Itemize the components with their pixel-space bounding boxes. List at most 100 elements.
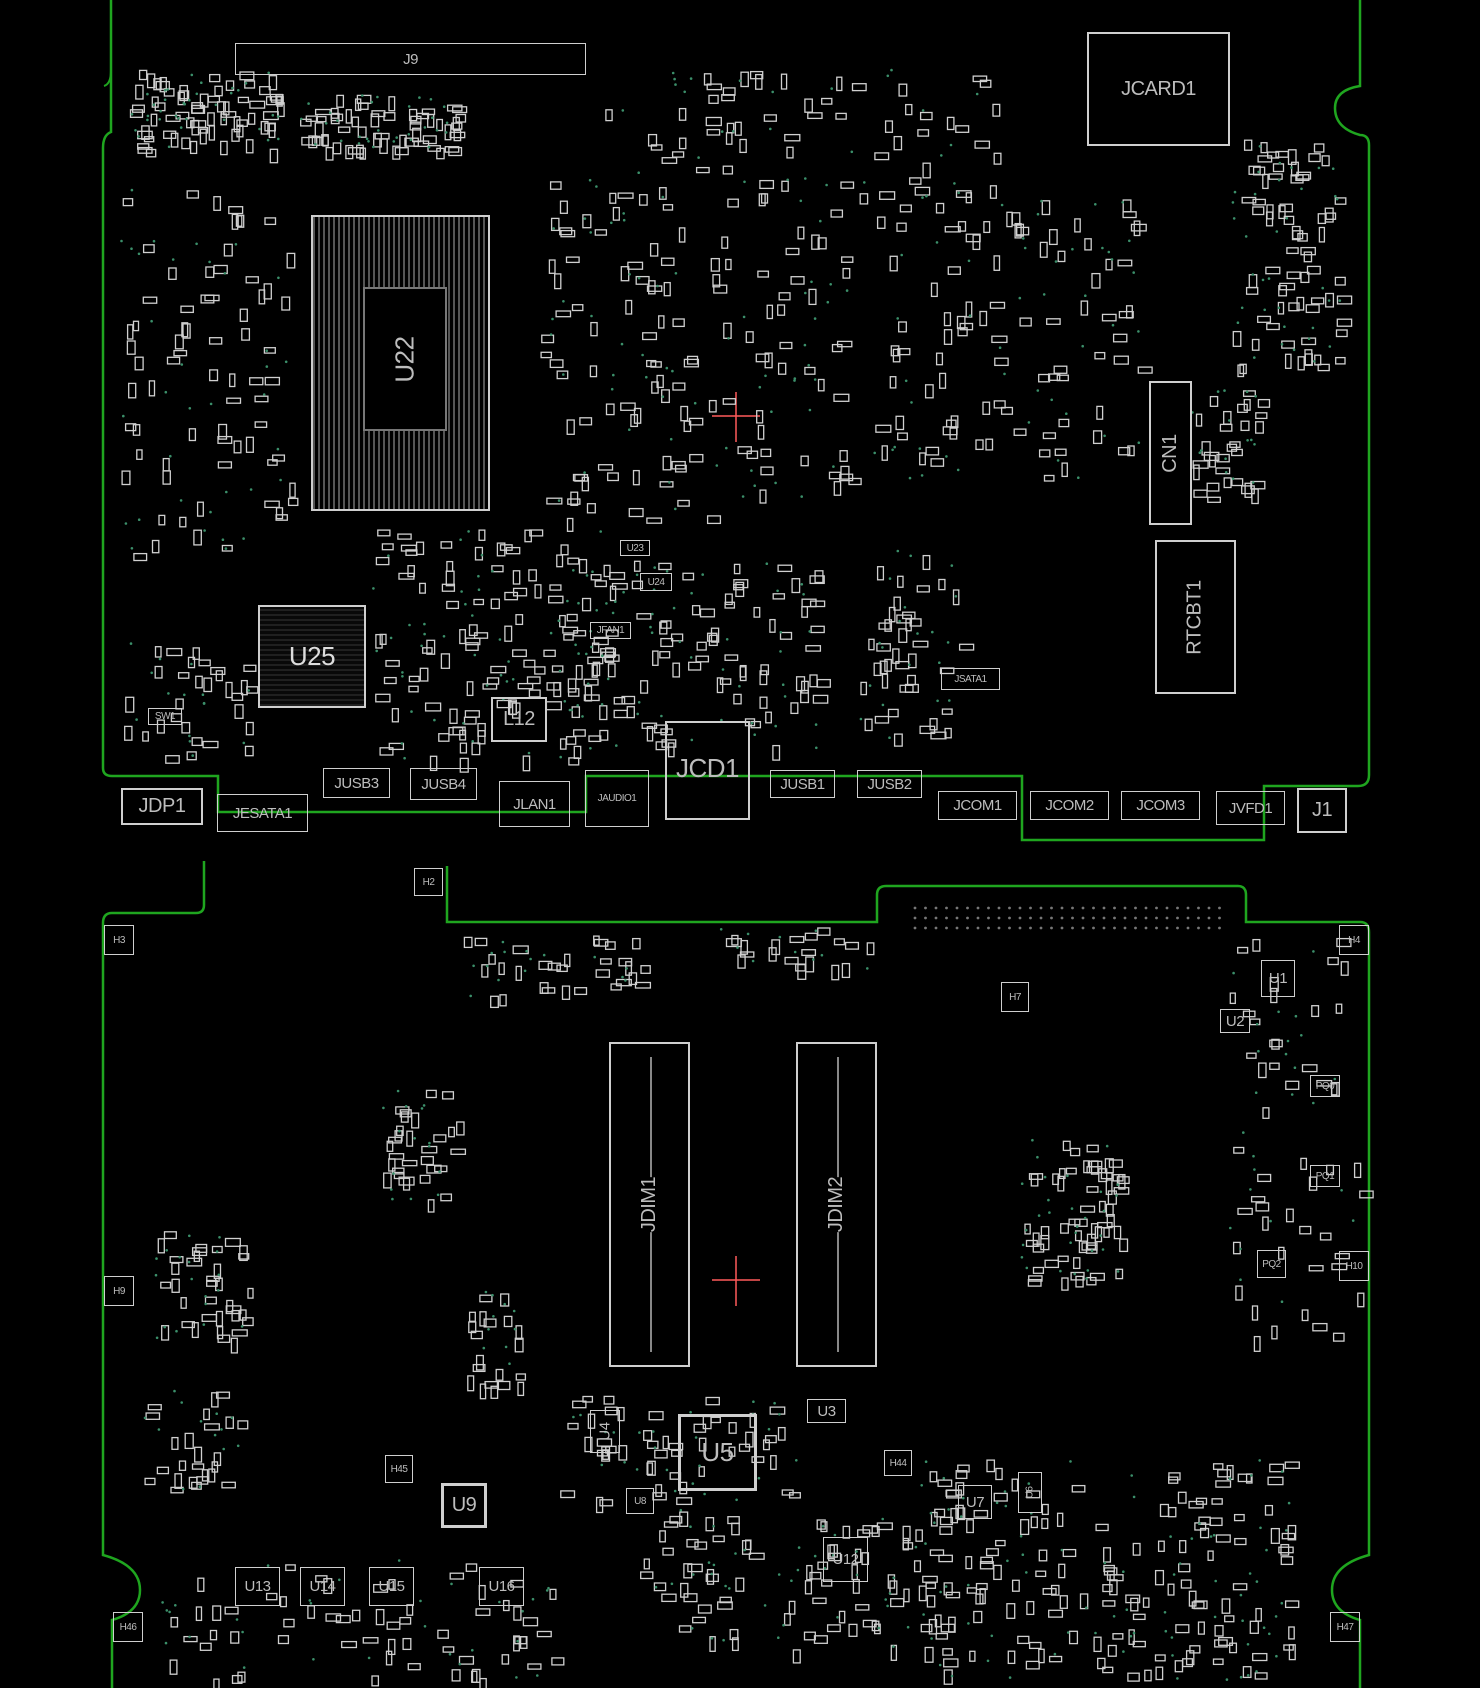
connector-jfan1[interactable]: JFAN1 [590,622,631,639]
chip-u3[interactable]: U3 [807,1399,846,1423]
chip-u23[interactable]: U23 [620,540,650,556]
chip-u1[interactable]: U1 [1261,960,1295,997]
connector-jcd1[interactable]: JCD1 [665,721,750,820]
smd-pad [993,255,1001,271]
connector-jusb3[interactable]: JUSB3 [323,768,390,798]
connector-jcard1[interactable]: JCARD1 [1087,32,1230,146]
smd-pad [940,1623,956,1633]
battery-rtcbt1[interactable]: RTCBT1 [1155,540,1236,694]
chip-u12[interactable]: U12 [823,1537,868,1582]
chip-u8[interactable]: U8 [626,1488,654,1514]
via [771,90,774,94]
connector-jcom2[interactable]: JCOM2 [1030,791,1109,820]
inductor-l12[interactable]: L12 [491,697,547,742]
hole-h44[interactable]: H44 [884,1450,912,1476]
smd-pad [1016,226,1030,236]
hole-h10[interactable]: H10 [1339,1251,1369,1281]
dimm-slot-jdim1[interactable]: JDIM1 [609,1042,690,1367]
smd-pad [959,322,974,331]
chip-u22[interactable]: U22 [311,215,490,511]
smd-pad [1258,1062,1267,1079]
via [1101,246,1104,250]
via [707,1561,711,1564]
mosfet-pq0[interactable]: PQ0 [1310,1075,1340,1097]
hole-h9[interactable]: H9 [104,1276,134,1306]
chip-u16[interactable]: U16 [479,1567,524,1606]
chip-u25[interactable]: U25 [258,605,366,708]
smd-pad [1041,200,1051,216]
chip-u15[interactable]: U15 [369,1567,414,1606]
via [1027,1482,1031,1485]
via [450,1582,453,1586]
mosfet-pq2[interactable]: PQ2 [1257,1250,1286,1278]
connector-jsata1[interactable]: JSATA1 [941,668,1000,690]
hole-h2[interactable]: H2 [414,868,443,896]
smd-pad [1271,1325,1278,1340]
hole-h45[interactable]: H45 [385,1455,413,1483]
smd-pad [828,471,842,480]
via [649,625,652,629]
connector-jlan1[interactable]: JLAN1 [499,781,570,827]
chip-u9[interactable]: U9 [441,1483,487,1528]
via [751,959,755,963]
via [698,1464,701,1468]
smd-pad [1296,296,1305,311]
smd-pad [213,1678,220,1688]
hole-h4[interactable]: H4 [1339,925,1369,955]
smd-pad [171,1262,180,1275]
smd-pad [1299,1225,1312,1235]
connector-jvfd1[interactable]: JVFD1 [1216,791,1285,825]
via [1328,345,1332,348]
connector-jusb1[interactable]: JUSB1 [770,770,835,798]
via [886,1604,889,1608]
chip-u7[interactable]: U7 [958,1485,992,1519]
smd-pad [728,1446,736,1457]
via [1311,326,1315,330]
via [314,142,317,146]
mosfet-pq1[interactable]: PQ1 [1310,1165,1340,1187]
smd-pad [889,376,897,389]
smd-pad [186,751,197,761]
hole-h3[interactable]: H3 [104,925,134,955]
via [1290,1093,1294,1096]
via [195,92,199,96]
chip-u13[interactable]: U13 [235,1567,280,1606]
connector-jdp1[interactable]: JDP1 [121,788,203,825]
connector-j9[interactable]: J9 [235,43,586,75]
via [668,481,671,484]
smd-pad [591,664,598,678]
smd-pad [1233,1513,1245,1522]
chip-u24[interactable]: U24 [640,573,672,591]
u24-label: U24 [647,576,665,588]
connector-jcom1[interactable]: JCOM1 [938,791,1017,820]
connector-j1[interactable]: J1 [1297,788,1347,833]
connector-jesata1[interactable]: JESATA1 [217,794,308,832]
dimm-slot-jdim2[interactable]: JDIM2 [796,1042,877,1367]
smd-pad [482,683,498,690]
via [1275,230,1279,233]
smd-pad [1353,1162,1362,1179]
connector-jusb2[interactable]: JUSB2 [857,770,922,798]
chip-u5[interactable]: U5 [678,1414,757,1491]
chip-u2[interactable]: U2 [1220,1009,1250,1033]
smd-pad [721,236,729,249]
via [1198,451,1202,455]
connector-jaudio1[interactable]: JAUDIO1 [585,770,649,827]
chip-u6[interactable]: U6 [1018,1472,1042,1513]
smd-pad [643,1558,650,1570]
connector-cn1[interactable]: CN1 [1149,381,1192,525]
switch-sw1[interactable]: SW1 [148,708,182,725]
hole-h47[interactable]: H47 [1330,1612,1360,1642]
via [1236,321,1240,325]
connector-jusb4[interactable]: JUSB4 [410,768,477,800]
via [130,547,134,550]
connector-jcom3[interactable]: JCOM3 [1121,791,1200,820]
chip-u4[interactable]: U4 [590,1410,620,1453]
chip-u14[interactable]: U14 [300,1567,345,1606]
smd-pad [1212,1658,1224,1666]
smd-pad [944,226,961,233]
via [1075,1225,1079,1228]
hole-h7[interactable]: H7 [1001,982,1029,1012]
hole-h46[interactable]: H46 [113,1612,143,1642]
smd-pad [441,583,456,592]
